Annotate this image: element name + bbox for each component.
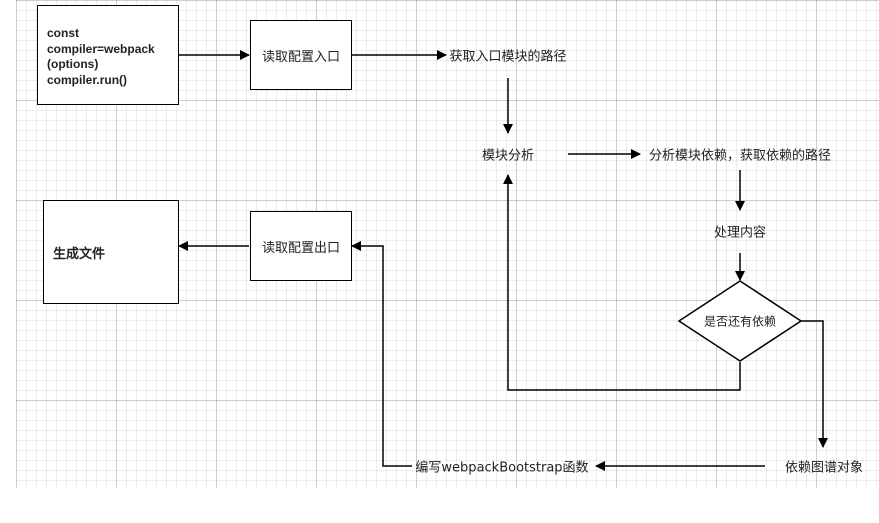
code-box: const compiler=webpack (options) compile…: [37, 5, 179, 105]
read-entry-box: 读取配置入口: [250, 20, 352, 90]
generate-files-box: 生成文件: [43, 200, 179, 304]
arrow-bootstrap-to-read-output: [351, 241, 412, 467]
write-bootstrap-label: 编写webpackBootstrap函数: [415, 460, 589, 476]
module-analysis-label: 模块分析: [481, 148, 535, 164]
arrow-decision-loop-back: [503, 174, 741, 391]
read-output-label: 读取配置出口: [261, 240, 340, 256]
arrow-decision-to-graph: [801, 320, 828, 448]
analyze-deps-label: 分析模块依赖，获取依赖的路径: [648, 148, 832, 164]
dep-graph-label: 依赖图谱对象: [784, 460, 864, 476]
code-line: const: [47, 26, 80, 40]
read-entry-label: 读取配置入口: [261, 49, 340, 65]
code-line: compiler.run(): [47, 72, 128, 87]
generate-files-label: 生成文件: [53, 246, 106, 262]
process-content-label: 处理内容: [713, 225, 767, 241]
entry-path-label: 获取入口模块的路径: [449, 49, 567, 65]
code-line: compiler=webpack: [47, 41, 155, 56]
decision-diamond: [677, 280, 803, 362]
read-output-box: 读取配置出口: [250, 211, 352, 281]
has-more-deps-label: 是否还有依赖: [703, 314, 777, 329]
code-line: (options): [47, 57, 99, 71]
